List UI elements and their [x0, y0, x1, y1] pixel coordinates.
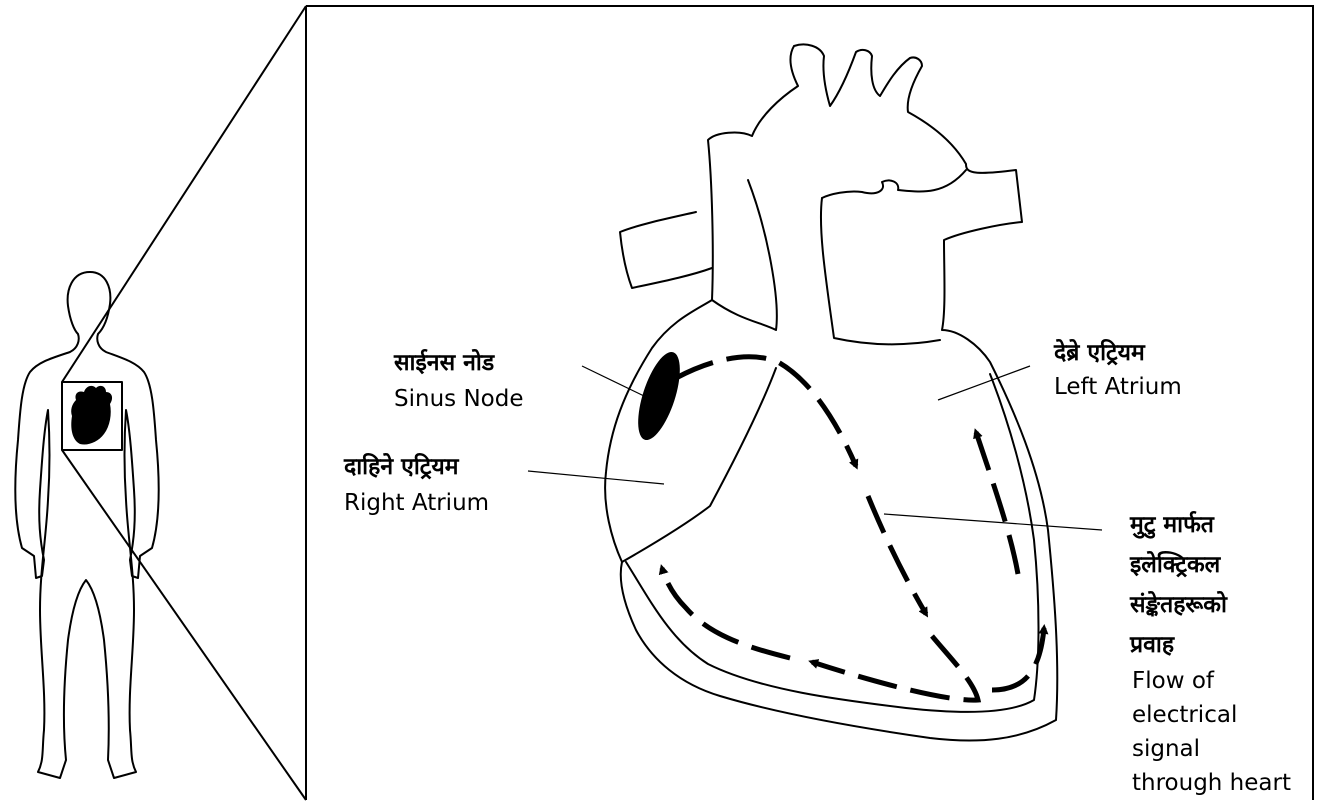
left-atrium-label-en: Left Atrium	[1054, 374, 1182, 400]
signal-flow-paths	[662, 357, 1044, 700]
sinus-node	[630, 347, 689, 444]
leader-flow	[884, 514, 1102, 530]
heart-inset-icon	[71, 386, 112, 445]
flow-label-ne-1: मुटु मार्फत	[1129, 510, 1215, 539]
flow-label-en-4: through heart	[1132, 770, 1291, 796]
leader-sinus-node	[582, 366, 644, 396]
sinus-node-label-en: Sinus Node	[394, 386, 523, 412]
right-atrium-label-ne: दाहिने एट्रियम	[343, 452, 460, 480]
left-atrium-label-ne: देब्रे एट्रियम	[1053, 338, 1146, 366]
flow-left-atrium	[976, 432, 1018, 574]
flow-label-en-3: signal	[1132, 736, 1200, 762]
flow-label-ne-2: इलेक्ट्रिकल	[1129, 550, 1222, 578]
flow-label-ne-4: प्रवाह	[1129, 632, 1175, 658]
flow-label-en-2: electrical	[1132, 702, 1237, 728]
flow-lower-left	[662, 568, 790, 658]
flow-sa-to-av	[676, 357, 856, 466]
flow-label-ne-3: संङ्केतहरूको	[1129, 590, 1228, 618]
flow-septum	[868, 496, 926, 614]
flow-label-en-1: Flow of	[1132, 668, 1215, 694]
flow-septum-lower	[812, 636, 978, 700]
body-outline	[15, 272, 158, 778]
leader-right-atrium	[528, 471, 664, 484]
human-figure	[15, 272, 158, 778]
leader-left-atrium	[938, 366, 1030, 400]
right-atrium-label-en: Right Atrium	[344, 490, 489, 516]
sinus-node-label-ne: साईनस नोड	[393, 348, 495, 376]
